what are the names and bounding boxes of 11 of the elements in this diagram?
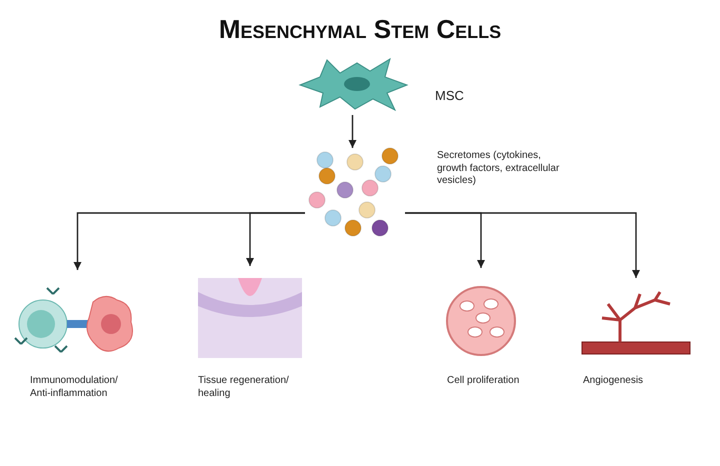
tissue-layer-drawing <box>198 278 302 358</box>
node-label: Cell proliferation <box>447 375 520 388</box>
node-label: MSC <box>435 88 465 104</box>
node-label: Angiogenesis <box>583 375 644 388</box>
node-label: Immunomodulation/ Anti-inflammation <box>30 375 119 400</box>
node-label: Secretomes (cytokines, growth factors, extracellular vesicles) <box>437 150 560 188</box>
title: Mesenchymal Stem Cells <box>218 14 502 45</box>
arrow <box>348 115 356 148</box>
arrow <box>246 212 305 266</box>
node-label: Tissue regeneration/ healing <box>198 375 290 400</box>
arrow <box>405 212 640 278</box>
